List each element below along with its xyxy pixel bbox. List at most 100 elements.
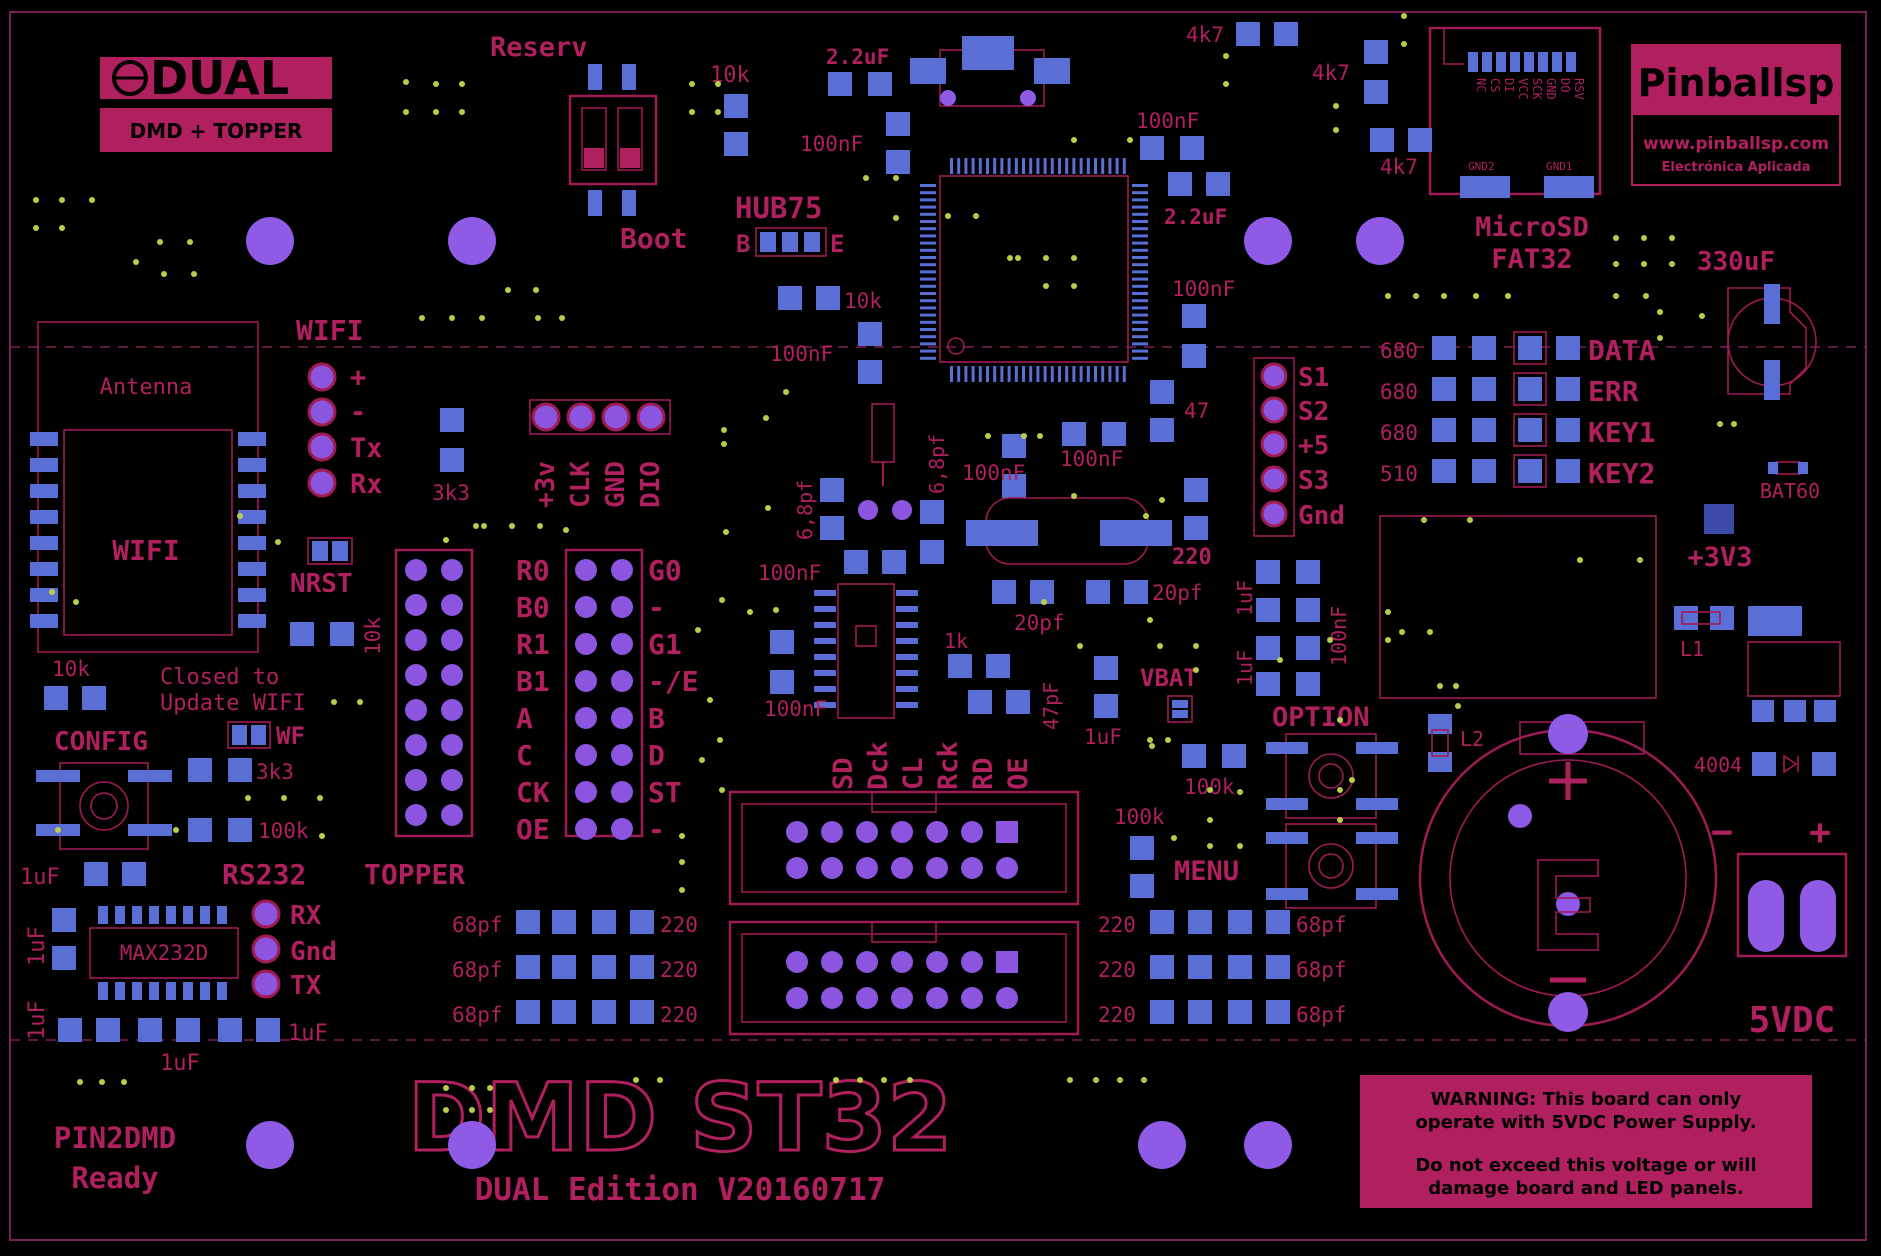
via [1157,643,1163,649]
via [357,699,363,705]
mcu-pin [1079,158,1083,174]
wifi-pad [30,614,58,628]
via [689,109,695,115]
mcu-pin [1058,366,1061,382]
mcu-pin [920,184,936,187]
c-330uf-label: 330uF [1697,247,1775,277]
rs232-cap3: 1uF [25,1000,50,1040]
c-1uf-opt-a: 1uF [1233,580,1257,616]
via [469,1085,475,1091]
tm-pin-gnd: GND [601,461,631,508]
via [317,795,323,801]
via [881,1077,887,1083]
dmd-connector-pins [786,821,1018,1009]
menu-label: MENU [1174,856,1239,887]
mcu-pin [920,205,936,209]
sd-gnd2: GND2 [1468,160,1495,173]
topper-pin [441,699,463,721]
led-res-label: 680 [1380,421,1418,445]
dmd-pin [786,857,808,879]
via [537,523,543,529]
c-100nf-e: 100nF [1060,447,1123,471]
via [1337,817,1343,823]
mcu-pin [1072,158,1076,174]
via [459,81,465,87]
via [1327,637,1333,643]
hub75-pins [575,559,633,840]
hub75-label-left: R0 [516,554,550,587]
rs232-pin-gnd: Gnd [290,937,337,967]
via [763,415,769,421]
boot-dip-switch[interactable] [568,94,658,186]
mcu-pin [964,366,968,382]
dmd-pin [961,987,983,1009]
rs232-cap2: 1uF [25,926,50,966]
via [907,1077,913,1083]
via [1473,293,1479,299]
mcu-pin [1007,158,1011,174]
power-terminal-5vdc[interactable] [1736,852,1848,958]
via [533,287,539,293]
via [1021,433,1027,439]
topper-pin [441,594,463,616]
mcu-pin [1086,158,1090,174]
via [1149,743,1155,749]
mcu-pin [1058,158,1061,174]
via [945,213,951,219]
via [863,175,869,181]
diode-4004-label: 4004 [1694,753,1742,777]
via [1413,293,1419,299]
via [1641,235,1647,241]
mcu-pin [1132,191,1148,195]
via [1277,657,1283,663]
mcu-pin [1132,342,1148,346]
wifi-pad [238,614,266,628]
config-r10k-label: 10k [52,657,90,681]
led-pad [1518,377,1542,401]
via [1207,817,1213,823]
topper-label: TOPPER [364,858,465,891]
buffer-pin [896,622,918,628]
mcu-pin [1132,313,1148,317]
mcu-pin [1079,366,1083,382]
config-button[interactable] [36,762,172,850]
max232-pin [183,982,193,1000]
rc-right-res-label: 220 [1098,1003,1136,1027]
via [679,833,685,839]
mount-hole [246,217,294,265]
dmd-pin-label: SD [828,757,859,790]
crystal-8mhz [966,497,1172,565]
via [245,795,251,801]
via [893,215,899,221]
microsd-pin-label: RSV [1572,78,1586,100]
mcu-pin [1122,366,1126,382]
option-button[interactable] [1266,733,1398,819]
dmd-pin [996,987,1018,1009]
led-pad [1518,336,1542,360]
dmd-pin-label: RD [968,757,999,790]
mcu-pin [920,241,936,245]
reserv-label: Reserv [490,32,588,63]
c-2-2uf-a: 2.2uF [826,45,889,69]
wifi-pad [30,562,58,576]
rc-right-pad [1150,910,1174,934]
max232-pin [98,982,108,1000]
menu-button[interactable] [1266,823,1398,909]
via [1731,421,1737,427]
via [679,859,685,865]
via [1141,1077,1147,1083]
mcu-pin [920,342,936,346]
led-res-pad [1472,336,1496,360]
microsd-pad [1552,52,1562,72]
microsd-pin-label: SCK [1530,78,1544,100]
rs232-cap5: 1uF [160,1051,200,1076]
via [773,607,779,613]
hub75-label-right: - [648,591,665,624]
via [1223,81,1229,87]
via [487,1107,493,1113]
topper-connector [394,548,474,838]
max232-pin [149,982,159,1000]
via [1223,53,1229,59]
mcu-pin [920,191,936,195]
